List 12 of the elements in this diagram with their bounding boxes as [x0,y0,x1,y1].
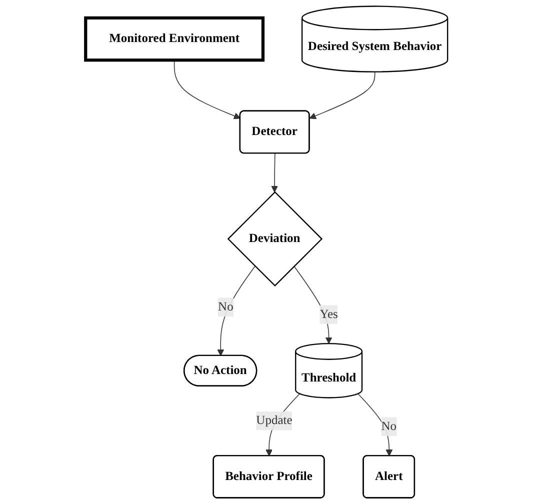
arrow [357,393,392,456]
edge-label: No [381,420,396,433]
node-box: Monitored Environment [84,16,264,62]
arrow [271,153,278,192]
arrow [174,60,241,120]
arrow [309,71,376,120]
edge-label: No [218,300,234,314]
edge-label: Update [256,414,292,428]
edge-label: Yes [320,308,338,321]
arrow [294,266,332,344]
node-diamond: Deviation [227,191,322,287]
arrow [217,266,256,356]
